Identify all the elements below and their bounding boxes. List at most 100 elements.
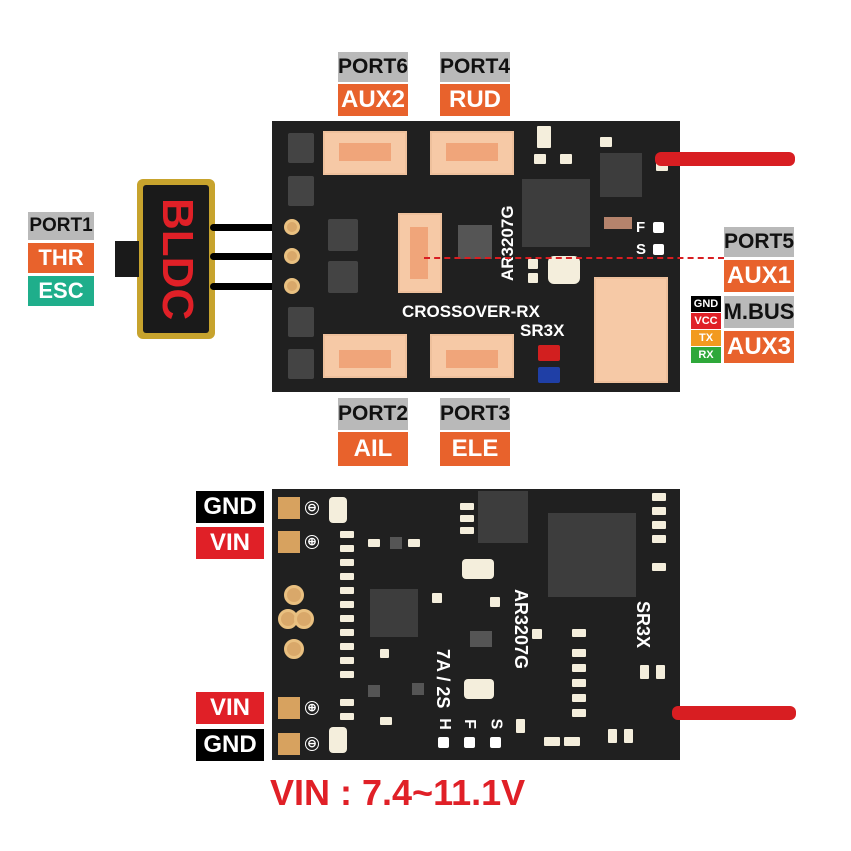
gnd-bottom-label: GND	[196, 729, 264, 761]
small-chip	[478, 491, 528, 543]
smd	[460, 515, 474, 522]
smd	[564, 737, 580, 746]
vin-top-label: VIN	[196, 527, 264, 559]
motor-solder-2	[284, 248, 300, 264]
smd	[408, 539, 420, 547]
port2-label: PORT2	[338, 398, 408, 430]
pad-f	[464, 737, 475, 748]
smd	[340, 559, 354, 566]
bldc-motor: BLDC	[115, 179, 215, 339]
pad	[328, 219, 358, 251]
smd	[368, 539, 380, 547]
capacitor	[462, 559, 494, 579]
port6-function: AUX2	[338, 84, 408, 116]
pad-vin-bottom	[278, 697, 300, 719]
main-chip	[522, 179, 590, 247]
smd	[340, 545, 354, 552]
port6-label: PORT6	[338, 52, 408, 82]
led-s	[653, 244, 664, 255]
silk-model: SR3X	[520, 321, 565, 340]
smd	[608, 729, 617, 743]
connector-port6	[323, 131, 407, 175]
silk-f: F	[636, 219, 646, 236]
mbus-label: M.BUS	[724, 296, 794, 328]
smd	[652, 507, 666, 515]
smd	[516, 719, 525, 733]
smd	[534, 154, 546, 164]
silk-h: H	[435, 718, 453, 730]
mosfet	[390, 537, 402, 549]
smd	[460, 527, 474, 534]
motor-solder-1	[284, 219, 300, 235]
pad-s	[490, 737, 501, 748]
port4-label: PORT4	[440, 52, 510, 82]
regulator	[458, 225, 492, 259]
mosfet	[412, 683, 424, 695]
plus-icon: ⊕	[305, 535, 319, 549]
top-board: F S AR3207G CROSSOVER-RX SR3X	[272, 121, 680, 392]
port1-label: PORT1	[28, 212, 94, 240]
smd	[340, 671, 354, 678]
small-chip	[600, 153, 642, 197]
mbus-pin-gnd: GND	[691, 296, 721, 312]
pad	[288, 176, 314, 206]
smd	[340, 531, 354, 538]
antenna-top	[655, 152, 795, 166]
silk-esc-spec: 7A / 2S	[433, 649, 453, 709]
motor-solder	[294, 609, 314, 629]
mbus-pin-rx: RX	[691, 347, 721, 363]
port5-label: PORT5	[724, 227, 794, 257]
bottom-board: ⊖ ⊕ ⊕ ⊖	[272, 489, 680, 760]
connector-mbus	[594, 277, 668, 383]
port1-function: THR	[28, 243, 94, 273]
silk-s: S	[487, 718, 505, 730]
smd	[340, 615, 354, 622]
smd	[528, 259, 538, 269]
pad-h	[438, 737, 449, 748]
connector-port3	[430, 334, 514, 378]
smd	[340, 573, 354, 580]
smd	[340, 629, 354, 636]
smd	[340, 699, 354, 706]
pad-vin-top	[278, 531, 300, 553]
mbus-pin-vcc: VCC	[691, 313, 721, 329]
smd	[537, 126, 551, 148]
pad-gnd-bottom	[278, 733, 300, 755]
smd	[652, 521, 666, 529]
capacitor	[464, 679, 494, 699]
plus-icon: ⊕	[305, 701, 319, 715]
gnd-top-label: GND	[196, 491, 264, 523]
smd	[560, 154, 572, 164]
motor-solder-3	[284, 278, 300, 294]
port3-function: ELE	[440, 432, 510, 466]
motor-wire-3	[210, 283, 294, 290]
motor-wire-2	[210, 253, 294, 260]
smd	[340, 643, 354, 650]
pad	[328, 261, 358, 293]
silk-chip-name: AR3207G	[498, 205, 517, 281]
port5-leader-line	[424, 257, 724, 259]
silk-model: SR3X	[633, 601, 653, 649]
capacitor	[329, 727, 347, 753]
smd	[656, 665, 665, 679]
silk-f: F	[460, 719, 478, 729]
voltage-spec: VIN : 7.4~11.1V	[270, 772, 526, 813]
pad	[288, 307, 314, 337]
main-chip	[548, 513, 636, 597]
smd	[572, 679, 586, 687]
led-f	[653, 222, 664, 233]
smd	[572, 694, 586, 702]
port3-label: PORT3	[440, 398, 510, 430]
smd	[340, 657, 354, 664]
pad	[288, 349, 314, 379]
port1-esc: ESC	[28, 276, 94, 306]
smd	[532, 629, 542, 639]
resistor-array	[604, 217, 632, 229]
driver-chip	[370, 589, 418, 637]
minus-icon: ⊖	[305, 737, 319, 751]
silk-chip-name: AR3207G	[511, 589, 531, 670]
mosfet	[470, 631, 492, 647]
smd	[572, 629, 586, 637]
port5-function: AUX1	[724, 260, 794, 292]
motor-wire-1	[210, 224, 294, 231]
